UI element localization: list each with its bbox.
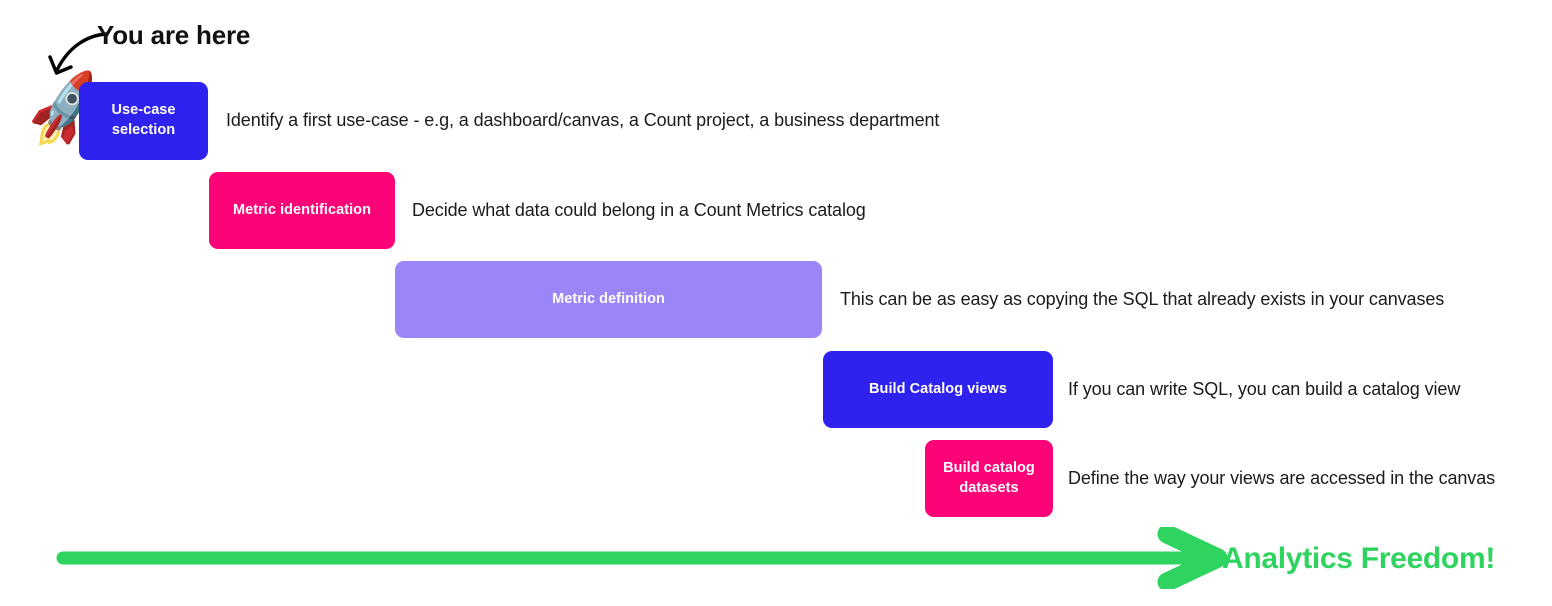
step-box-label-line: Use-case [111,102,176,119]
step-box-label: Build catalog datasets [943,459,1035,498]
step-row: Build Catalog views [823,351,1053,428]
step-row: Use-case selection [79,82,208,160]
step-box[interactable]: Use-case selection [79,82,208,160]
step-box[interactable]: Build catalog datasets [925,440,1053,517]
step-description: This can be as easy as copying the SQL t… [840,288,1445,309]
step-row: Metric definition [395,261,822,338]
step-description: Identify a first use-case - e.g, a dashb… [226,110,940,130]
step-description: If you can write SQL, you can build a ca… [1068,378,1461,399]
step-description: Decide what data could belong in a Count… [412,199,866,220]
step-box[interactable]: Metric identification [209,172,395,249]
step-box-label: Metric identification [232,201,371,218]
analytics-freedom-label: Analytics Freedom! [1222,542,1496,575]
curved-arrow-icon [48,32,109,75]
right-arrow-icon [56,527,1228,589]
step-box-label: Metric definition [552,290,665,307]
step-box[interactable]: Build Catalog views [823,351,1053,428]
step-box-label-line: selection [111,122,176,138]
step-box-label-line: Build catalog [943,459,1035,476]
step-box[interactable]: Metric definition [395,261,822,338]
step-box-label-line: datasets [959,479,1019,496]
step-row: Metric identification [209,172,395,249]
step-row: Build catalog datasets [925,440,1053,517]
step-description: Define the way your views are accessed i… [1068,467,1496,488]
you-are-here-label: You are here [97,20,251,50]
step-box-label: Use-case selection [111,101,175,140]
step-box-label: Build Catalog views [869,380,1007,397]
